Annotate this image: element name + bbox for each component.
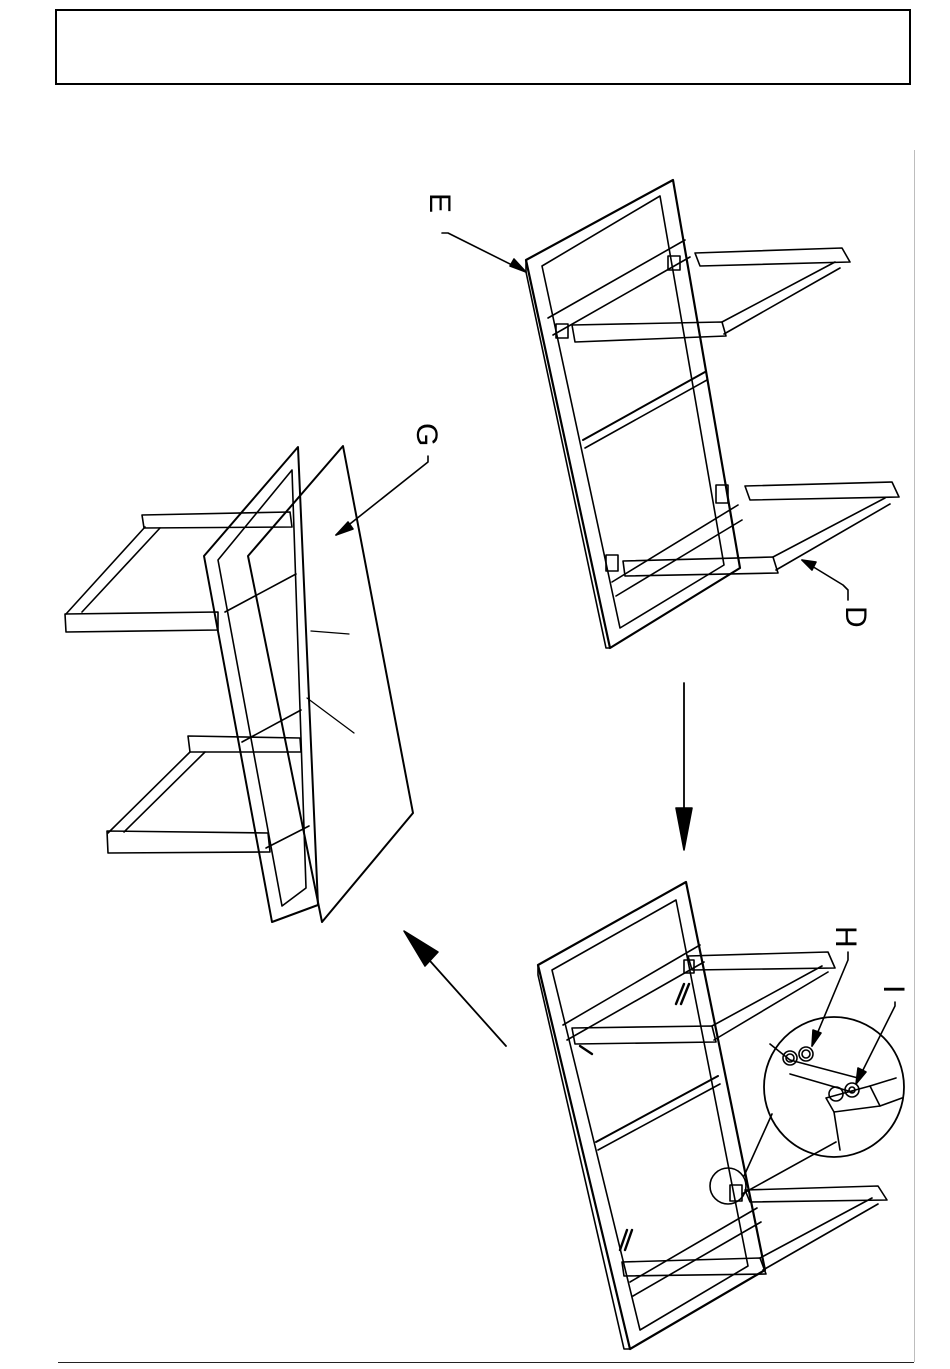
callout-i-label: I [877,985,910,993]
callout-d-leader [802,560,848,600]
callout-e-leader [442,233,526,272]
frame-e-assembly [526,180,899,648]
callout-g-leader [336,456,428,535]
callout-g-label: G [410,423,443,446]
arrow-up-left [404,931,506,1046]
callout-h-leader [812,952,848,1046]
arrow-down [676,683,692,850]
frame-with-glass-assembly [65,446,413,922]
callout-d-label: D [839,606,872,628]
callout-e-label: E [423,193,456,213]
frame-with-hardware-assembly [538,882,904,1349]
callout-h-label: H [829,926,862,948]
